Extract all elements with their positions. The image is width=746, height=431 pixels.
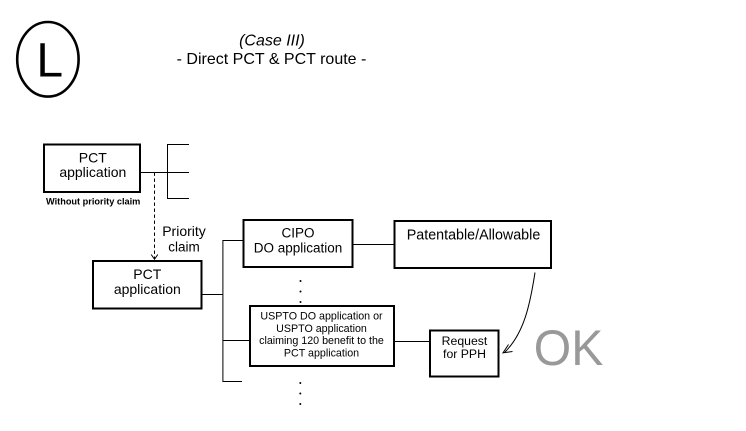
svg-text:CIPO: CIPO: [281, 225, 314, 240]
svg-text:PCT: PCT: [133, 266, 161, 282]
svg-text:claim: claim: [168, 240, 200, 255]
svg-text:application: application: [114, 281, 181, 297]
svg-text:application: application: [59, 164, 126, 180]
svg-text:DO application: DO application: [254, 241, 343, 256]
svg-text:Priority: Priority: [162, 223, 206, 239]
svg-text:PCT application: PCT application: [284, 347, 359, 359]
svg-text:- Direct PCT & PCT route -: - Direct PCT & PCT route -: [177, 51, 367, 68]
svg-text:OK: OK: [534, 320, 604, 376]
svg-text:Request: Request: [442, 334, 488, 348]
svg-text:for PPH: for PPH: [443, 347, 486, 361]
svg-text:Without priority claim: Without priority claim: [46, 197, 140, 207]
svg-text:PCT: PCT: [79, 150, 107, 166]
svg-text:USPTO application: USPTO application: [276, 323, 367, 335]
svg-text:L: L: [36, 35, 63, 88]
svg-text:claiming 120 benefit to the: claiming 120 benefit to the: [259, 335, 384, 347]
svg-text:USPTO DO application or: USPTO DO application or: [260, 311, 383, 323]
svg-text:(Case III): (Case III): [239, 33, 305, 50]
svg-text:Patentable/Allowable: Patentable/Allowable: [407, 227, 541, 243]
